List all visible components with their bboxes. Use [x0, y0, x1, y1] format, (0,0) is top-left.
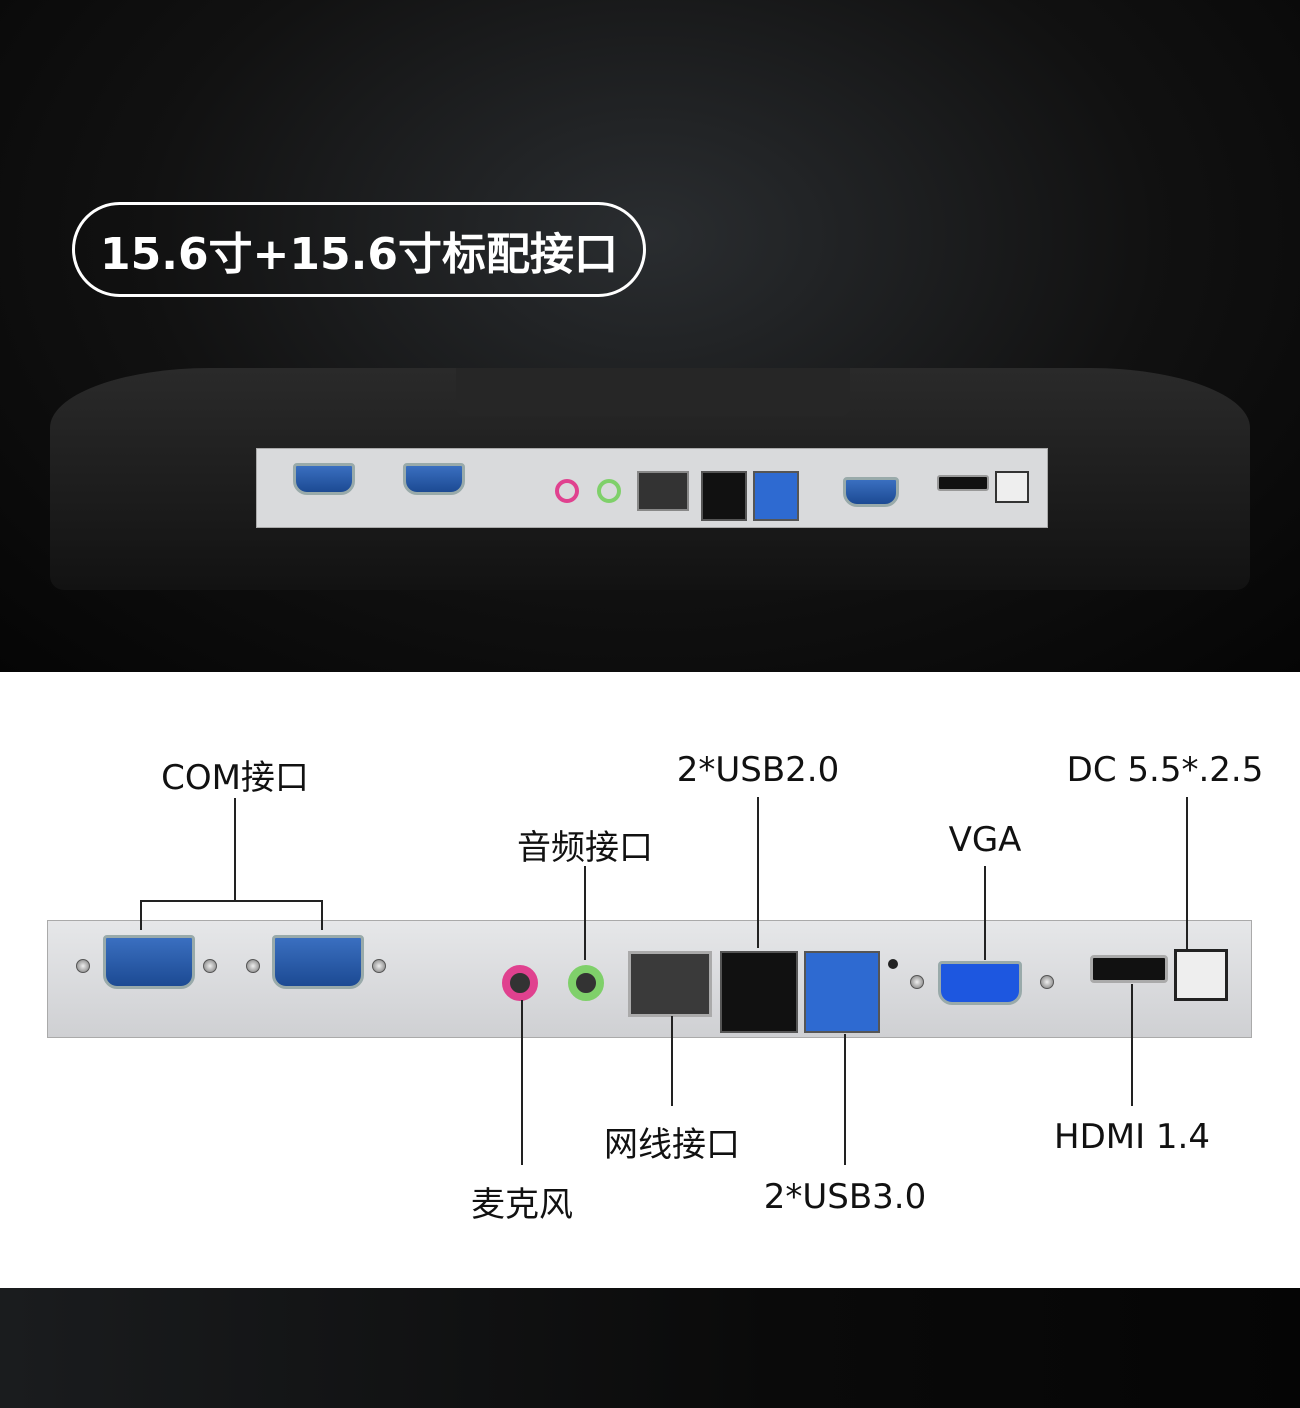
audio-jack: [597, 479, 621, 503]
label-audio: 音频接口: [517, 828, 653, 868]
leader-line: [321, 900, 323, 930]
screw-icon: [246, 959, 260, 973]
leader-line: [521, 1000, 523, 1165]
label-com: COM接口: [161, 758, 309, 798]
usb2-ports: [701, 471, 747, 521]
label-vga: VGA: [948, 820, 1022, 860]
screw-icon: [203, 959, 217, 973]
com-port-1: [293, 463, 355, 495]
stand-mount: [456, 368, 850, 416]
leader-line: [1131, 984, 1133, 1106]
usb3-ports: [804, 951, 880, 1033]
leader-line: [140, 900, 323, 902]
indicator-dot: [888, 959, 898, 969]
leader-line: [584, 866, 586, 960]
screw-icon: [372, 959, 386, 973]
leader-line: [757, 797, 759, 948]
leader-line: [234, 798, 236, 900]
label-usb2: 2*USB2.0: [676, 750, 840, 790]
label-lan: 网线接口: [604, 1125, 740, 1165]
leader-line: [671, 1016, 673, 1106]
vga-port: [843, 477, 899, 507]
label-mic: 麦克风: [471, 1185, 573, 1225]
com-port-2: [403, 463, 465, 495]
mic-jack: [502, 965, 538, 1001]
screw-icon: [76, 959, 90, 973]
mic-jack: [555, 479, 579, 503]
footer-dark-band: [0, 1288, 1300, 1408]
screw-icon: [910, 975, 924, 989]
com-port-1: [103, 935, 195, 989]
usb3-ports: [753, 471, 799, 521]
hdmi-port: [1090, 955, 1168, 983]
label-hdmi: HDMI 1.4: [1054, 1117, 1210, 1157]
title-badge: 15.6寸+15.6寸标配接口: [72, 202, 646, 297]
leader-line: [844, 1034, 846, 1165]
leader-line: [1186, 797, 1188, 950]
leader-line: [984, 866, 986, 960]
screw-icon: [1040, 975, 1054, 989]
lan-port: [637, 471, 689, 511]
hdmi-port: [937, 475, 989, 491]
hero-section: 15.6寸+15.6寸标配接口: [0, 0, 1300, 672]
label-usb3: 2*USB3.0: [763, 1177, 927, 1217]
leader-line: [140, 900, 142, 930]
com-port-2: [272, 935, 364, 989]
audio-jack: [568, 965, 604, 1001]
vga-port: [938, 961, 1022, 1005]
io-plate-photo: [256, 448, 1048, 528]
lan-port: [628, 951, 712, 1017]
dc-jack: [1174, 949, 1228, 1001]
label-dc: DC 5.5*.2.5: [1066, 750, 1264, 790]
dc-jack: [995, 471, 1029, 503]
usb2-ports: [720, 951, 798, 1033]
io-panel: [47, 920, 1252, 1038]
